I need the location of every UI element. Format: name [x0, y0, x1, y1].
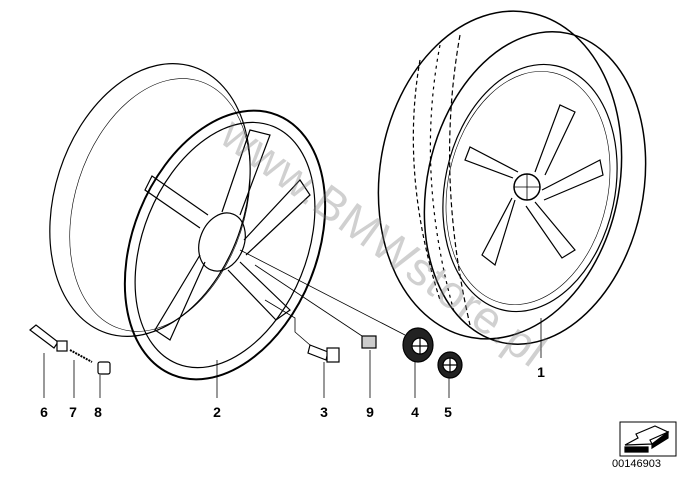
part-label-9[interactable]: 9 [366, 404, 374, 420]
image-number: 00146903 [612, 458, 661, 470]
part-label-4[interactable]: 4 [411, 404, 419, 420]
part-label-7[interactable]: 7 [69, 404, 77, 420]
small-parts [29, 324, 463, 379]
rim-drawing [49, 63, 327, 381]
part-label-1[interactable]: 1 [537, 364, 545, 380]
part-label-8[interactable]: 8 [94, 404, 102, 420]
part-label-2[interactable]: 2 [213, 404, 221, 420]
part-label-6[interactable]: 6 [40, 404, 48, 420]
part-label-3[interactable]: 3 [320, 404, 328, 420]
leader-lines [43, 249, 542, 398]
tire-drawing [377, 10, 647, 345]
arrow-reference-icon [619, 421, 677, 457]
part-label-5[interactable]: 5 [444, 404, 452, 420]
